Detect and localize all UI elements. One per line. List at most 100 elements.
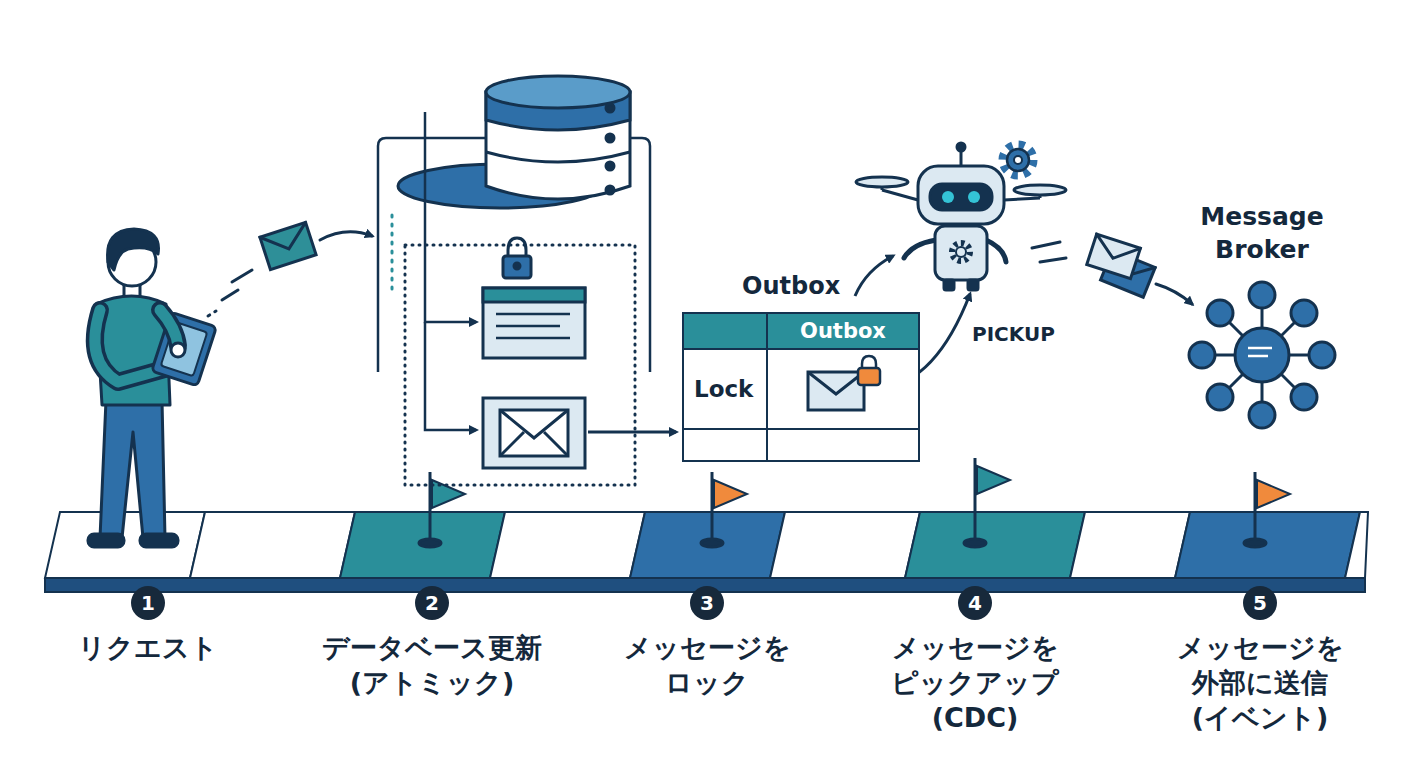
outbox-table: OutboxLock xyxy=(682,312,920,462)
person-figure xyxy=(108,229,159,270)
timeline-step: 1 リクエスト xyxy=(0,586,298,665)
robot-drone xyxy=(956,247,966,257)
database-icon xyxy=(606,134,614,142)
transaction-bracket xyxy=(425,322,476,430)
step-label: データベース更新 (アトミック) xyxy=(307,630,557,700)
timeline-step: 2 データベース更新 (アトミック) xyxy=(282,586,582,700)
flying-envelope xyxy=(208,222,372,316)
broker-hub xyxy=(1248,347,1272,350)
callout-number: 1 xyxy=(131,586,165,620)
timeline-track xyxy=(1070,512,1190,578)
callout-number: 4 xyxy=(958,586,992,620)
outbox-message xyxy=(483,398,676,468)
transaction-bracket xyxy=(378,112,650,430)
broker-hub xyxy=(1249,402,1275,428)
record-window xyxy=(496,325,560,328)
robot-drone xyxy=(942,191,954,203)
sent-envelopes xyxy=(1040,258,1066,262)
table-header-cell: Outbox xyxy=(768,314,918,350)
broker-hub xyxy=(1248,355,1268,358)
locked-envelope xyxy=(858,368,880,385)
sent-envelopes xyxy=(1032,234,1192,304)
record-window xyxy=(483,288,585,302)
flying-envelope xyxy=(208,311,216,316)
record-window xyxy=(483,288,585,358)
sent-envelopes xyxy=(1087,234,1141,279)
broker-hub xyxy=(1291,384,1317,410)
robot-drone xyxy=(918,166,1004,224)
robot-drone xyxy=(856,177,908,187)
robot-drone xyxy=(882,190,918,200)
annotation-label: Outbox xyxy=(742,272,840,300)
locked-envelope xyxy=(808,372,864,410)
transaction-bracket xyxy=(391,215,394,292)
step-label: メッセージを ピックアップ (CDC) xyxy=(875,630,1075,735)
timeline-track xyxy=(1345,512,1368,578)
transaction-bracket xyxy=(425,300,476,322)
step-label: メッセージを ロック xyxy=(607,630,807,700)
timeline-step: 3 メッセージを ロック xyxy=(557,586,857,700)
database-icon xyxy=(606,162,614,170)
broker-hub xyxy=(1189,342,1215,368)
sent-envelopes xyxy=(1032,242,1060,248)
outbox-message xyxy=(483,398,585,468)
flying-envelope xyxy=(260,222,316,269)
timeline-track xyxy=(340,512,505,578)
callout-number: 2 xyxy=(415,586,449,620)
person-figure xyxy=(100,400,165,538)
table-cell xyxy=(768,350,918,430)
person-figure xyxy=(160,310,178,346)
broker-hub xyxy=(1207,300,1233,326)
timeline-track xyxy=(190,512,355,578)
person-figure xyxy=(171,343,185,357)
person-figure xyxy=(160,310,178,346)
broker-hub xyxy=(1249,282,1275,308)
flying-envelope xyxy=(232,270,252,282)
annotation-label: PICKUP xyxy=(972,322,1055,346)
robot-drone xyxy=(968,280,978,290)
outbox-message xyxy=(588,431,676,434)
flying-envelope xyxy=(222,290,238,300)
broker-hub xyxy=(1235,328,1289,382)
robot-drone xyxy=(856,143,1066,290)
database-icon xyxy=(606,104,614,112)
lock-icon xyxy=(514,263,520,269)
robot-drone xyxy=(952,243,970,261)
person-figure xyxy=(140,534,178,547)
robot-drone xyxy=(968,191,980,203)
locked-envelope xyxy=(808,372,864,394)
robot-drone xyxy=(904,240,936,258)
robot-drone xyxy=(1007,149,1029,171)
robot-drone xyxy=(1003,145,1033,175)
transaction-bracket xyxy=(378,138,486,372)
lock-icon xyxy=(503,238,531,278)
table-cell: Lock xyxy=(684,350,768,430)
robot-drone xyxy=(986,240,1006,262)
timeline-track xyxy=(770,512,920,578)
database-icon xyxy=(606,186,614,194)
table-cell xyxy=(768,430,918,460)
database-icon xyxy=(398,76,630,208)
step-label: リクエスト xyxy=(18,630,278,665)
robot-drone xyxy=(944,280,954,290)
transaction-bracket xyxy=(424,112,427,300)
table-header-text: Outbox xyxy=(800,319,886,343)
sent-envelopes xyxy=(1156,284,1192,304)
table-header-cell xyxy=(684,314,768,350)
atomic-dotted-box xyxy=(405,245,635,485)
person-figure xyxy=(88,534,124,547)
transaction-bracket xyxy=(630,138,650,372)
sent-envelopes xyxy=(1091,234,1140,265)
robot-drone xyxy=(1004,198,1040,200)
sent-envelopes xyxy=(1087,234,1141,279)
broker-hub xyxy=(1189,282,1335,428)
locked-envelope xyxy=(808,356,880,410)
flying-envelope xyxy=(260,222,316,269)
timeline-track xyxy=(490,512,645,578)
broker-hub xyxy=(1309,342,1335,368)
callout-number: 3 xyxy=(690,586,724,620)
broker-heading: Message Broker xyxy=(1177,200,1347,266)
atomic-dotted-box xyxy=(405,245,635,485)
milestone-flags xyxy=(977,466,1010,494)
